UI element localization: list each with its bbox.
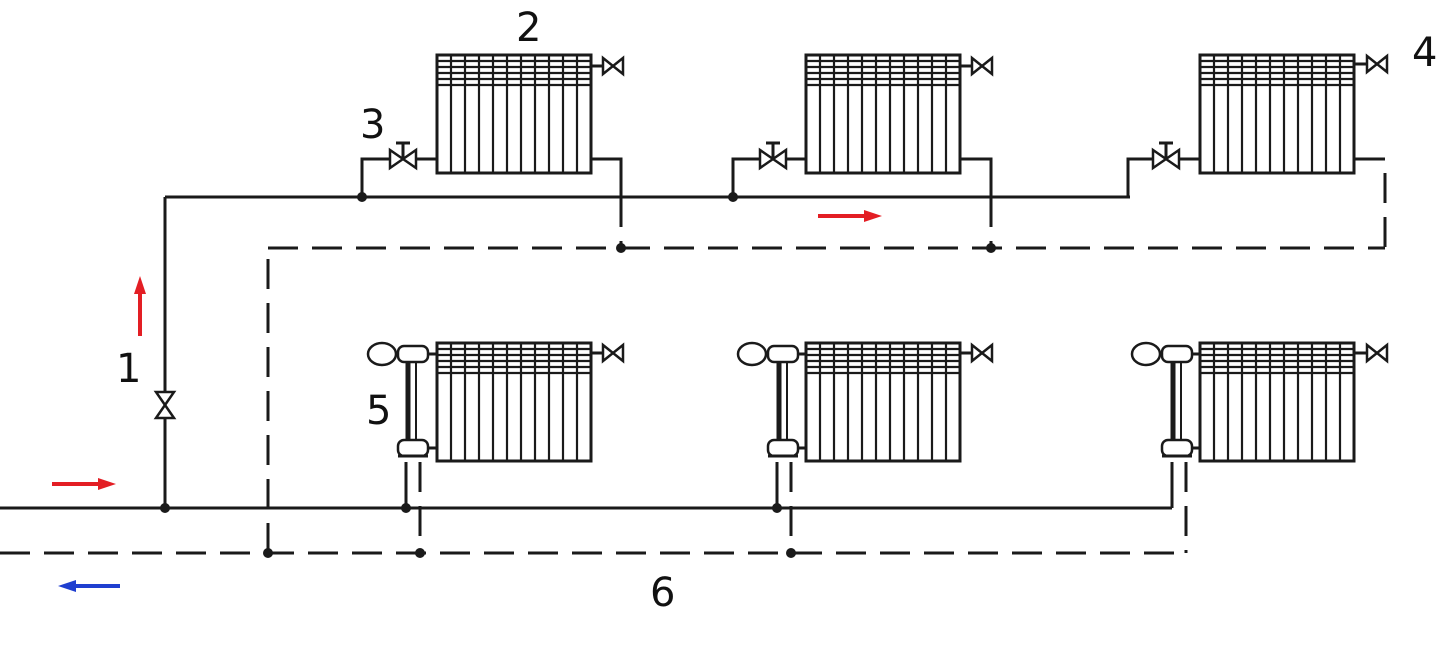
radiator — [1198, 341, 1356, 463]
control-valve-icon — [1151, 141, 1181, 171]
radiator — [1198, 53, 1356, 175]
return-pipes — [0, 157, 1387, 555]
radiator — [804, 53, 962, 175]
label-air-vent: 4 — [1412, 30, 1437, 76]
air-vent-valve-icon — [589, 56, 625, 76]
radiator — [804, 341, 962, 463]
upper-radiators — [435, 53, 1389, 175]
air-vent-valve-icon — [1353, 54, 1389, 74]
junction-dot — [357, 192, 367, 202]
return-arrow-icon — [58, 580, 120, 592]
bottom-valve-units — [366, 341, 1200, 458]
supply-arrow-icon — [818, 210, 882, 222]
lower-radiators — [435, 341, 1389, 463]
radiator — [435, 53, 593, 175]
air-vent-valve-icon — [958, 343, 994, 363]
junction-dot — [401, 503, 411, 513]
control-valve-icon — [388, 141, 418, 171]
junction-dot — [415, 548, 425, 558]
supply-arrow-icon — [52, 478, 116, 490]
junction-dot — [986, 243, 996, 253]
thermostatic-head-icon — [366, 341, 437, 458]
label-bottom-valve-unit: 5 — [366, 388, 391, 434]
riser-shutoff-valve-icon — [153, 390, 177, 420]
flow-arrows — [52, 210, 882, 592]
branch-supply-1 — [360, 157, 437, 197]
air-vent-valve-icon — [589, 343, 625, 363]
junction-dot — [616, 243, 626, 253]
labels: 1 2 3 4 5 6 — [116, 5, 1437, 616]
label-control-valve: 3 — [360, 102, 385, 148]
upper-control-valves — [388, 141, 1181, 171]
control-valve-icon — [758, 141, 788, 171]
junction-dot — [160, 503, 170, 513]
junction-dot — [786, 548, 796, 558]
air-vent-valve-icon — [1353, 343, 1389, 363]
label-return-line: 6 — [650, 570, 675, 616]
supply-arrow-icon — [134, 276, 146, 336]
junction-dot — [728, 192, 738, 202]
radiator — [435, 341, 593, 463]
branch-supply-2 — [731, 157, 806, 197]
branch-supply-3 — [1126, 157, 1200, 197]
thermostatic-head-icon — [736, 341, 806, 458]
junction-dots — [160, 192, 996, 558]
junction-dot — [263, 548, 273, 558]
label-radiator: 2 — [516, 5, 541, 51]
supply-pipes — [0, 157, 1200, 510]
return-drop-3 — [1355, 157, 1387, 248]
junction-dot — [772, 503, 782, 513]
air-vent-valve-icon — [958, 56, 994, 76]
thermostatic-head-icon — [1130, 341, 1200, 458]
branch-outlet-1 — [590, 157, 623, 197]
branch-outlet-2 — [960, 157, 993, 197]
label-supply-valve: 1 — [116, 346, 141, 392]
